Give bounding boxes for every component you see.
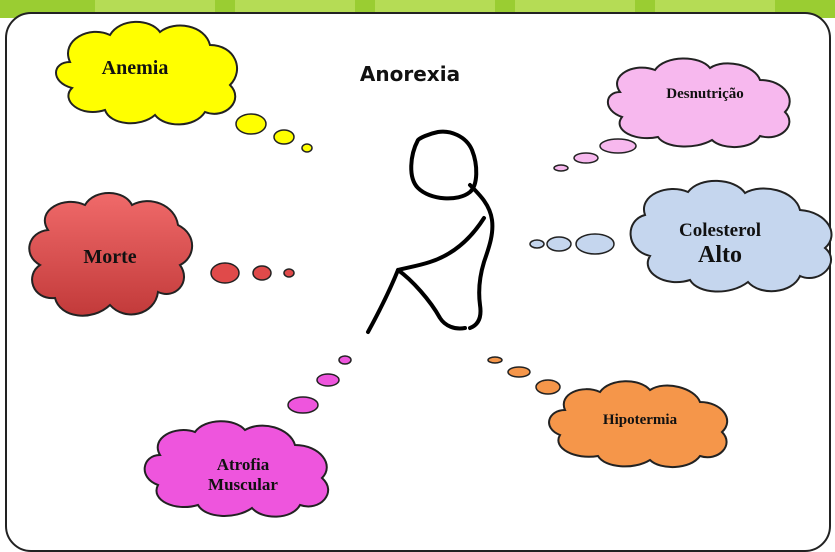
label-desnutricao: Desnutrição (640, 86, 770, 103)
diagram-title: Anorexia (330, 62, 490, 86)
label-anemia: Anemia (80, 57, 190, 80)
thought-bubble (536, 380, 560, 394)
thought-bubble (488, 357, 502, 363)
thought-bubble (600, 139, 636, 153)
label-colesterol: Colesterol Alto (655, 220, 785, 269)
label-colesterol-line2: Alto (655, 242, 785, 270)
label-morte: Morte (55, 246, 165, 269)
thought-bubble (274, 130, 294, 144)
thought-bubble (284, 269, 294, 277)
thought-bubble (508, 367, 530, 377)
thought-bubbles-morte (211, 263, 294, 283)
label-hipotermia: Hipotermia (580, 412, 700, 429)
figure-arm (398, 218, 484, 270)
thought-bubble (236, 114, 266, 134)
thought-bubbles-hipotermia (488, 357, 560, 394)
thought-bubble (530, 240, 544, 248)
thought-bubbles-anemia (236, 114, 312, 152)
thought-bubble (576, 234, 614, 254)
sitting-figure-drawing (368, 132, 492, 332)
thought-bubble (339, 356, 351, 364)
thought-bubble (211, 263, 239, 283)
figure-back (470, 185, 492, 328)
thought-bubble (574, 153, 598, 163)
label-atrofia-line2: Muscular (188, 475, 298, 495)
figure-head (411, 132, 476, 199)
thought-bubble (317, 374, 339, 386)
label-atrofia-line1: Atrofia (188, 455, 298, 475)
label-atrofia: Atrofia Muscular (188, 455, 298, 494)
thought-bubble (253, 266, 271, 280)
thought-bubbles-atrofia (288, 356, 351, 413)
thought-bubbles-colesterol (530, 234, 614, 254)
thought-bubble (547, 237, 571, 251)
label-colesterol-line1: Colesterol (655, 220, 785, 242)
thought-bubble (302, 144, 312, 152)
thought-bubble (288, 397, 318, 413)
thought-bubble (554, 165, 568, 171)
figure-legs (368, 270, 465, 332)
thought-bubbles-desnutricao (554, 139, 636, 171)
